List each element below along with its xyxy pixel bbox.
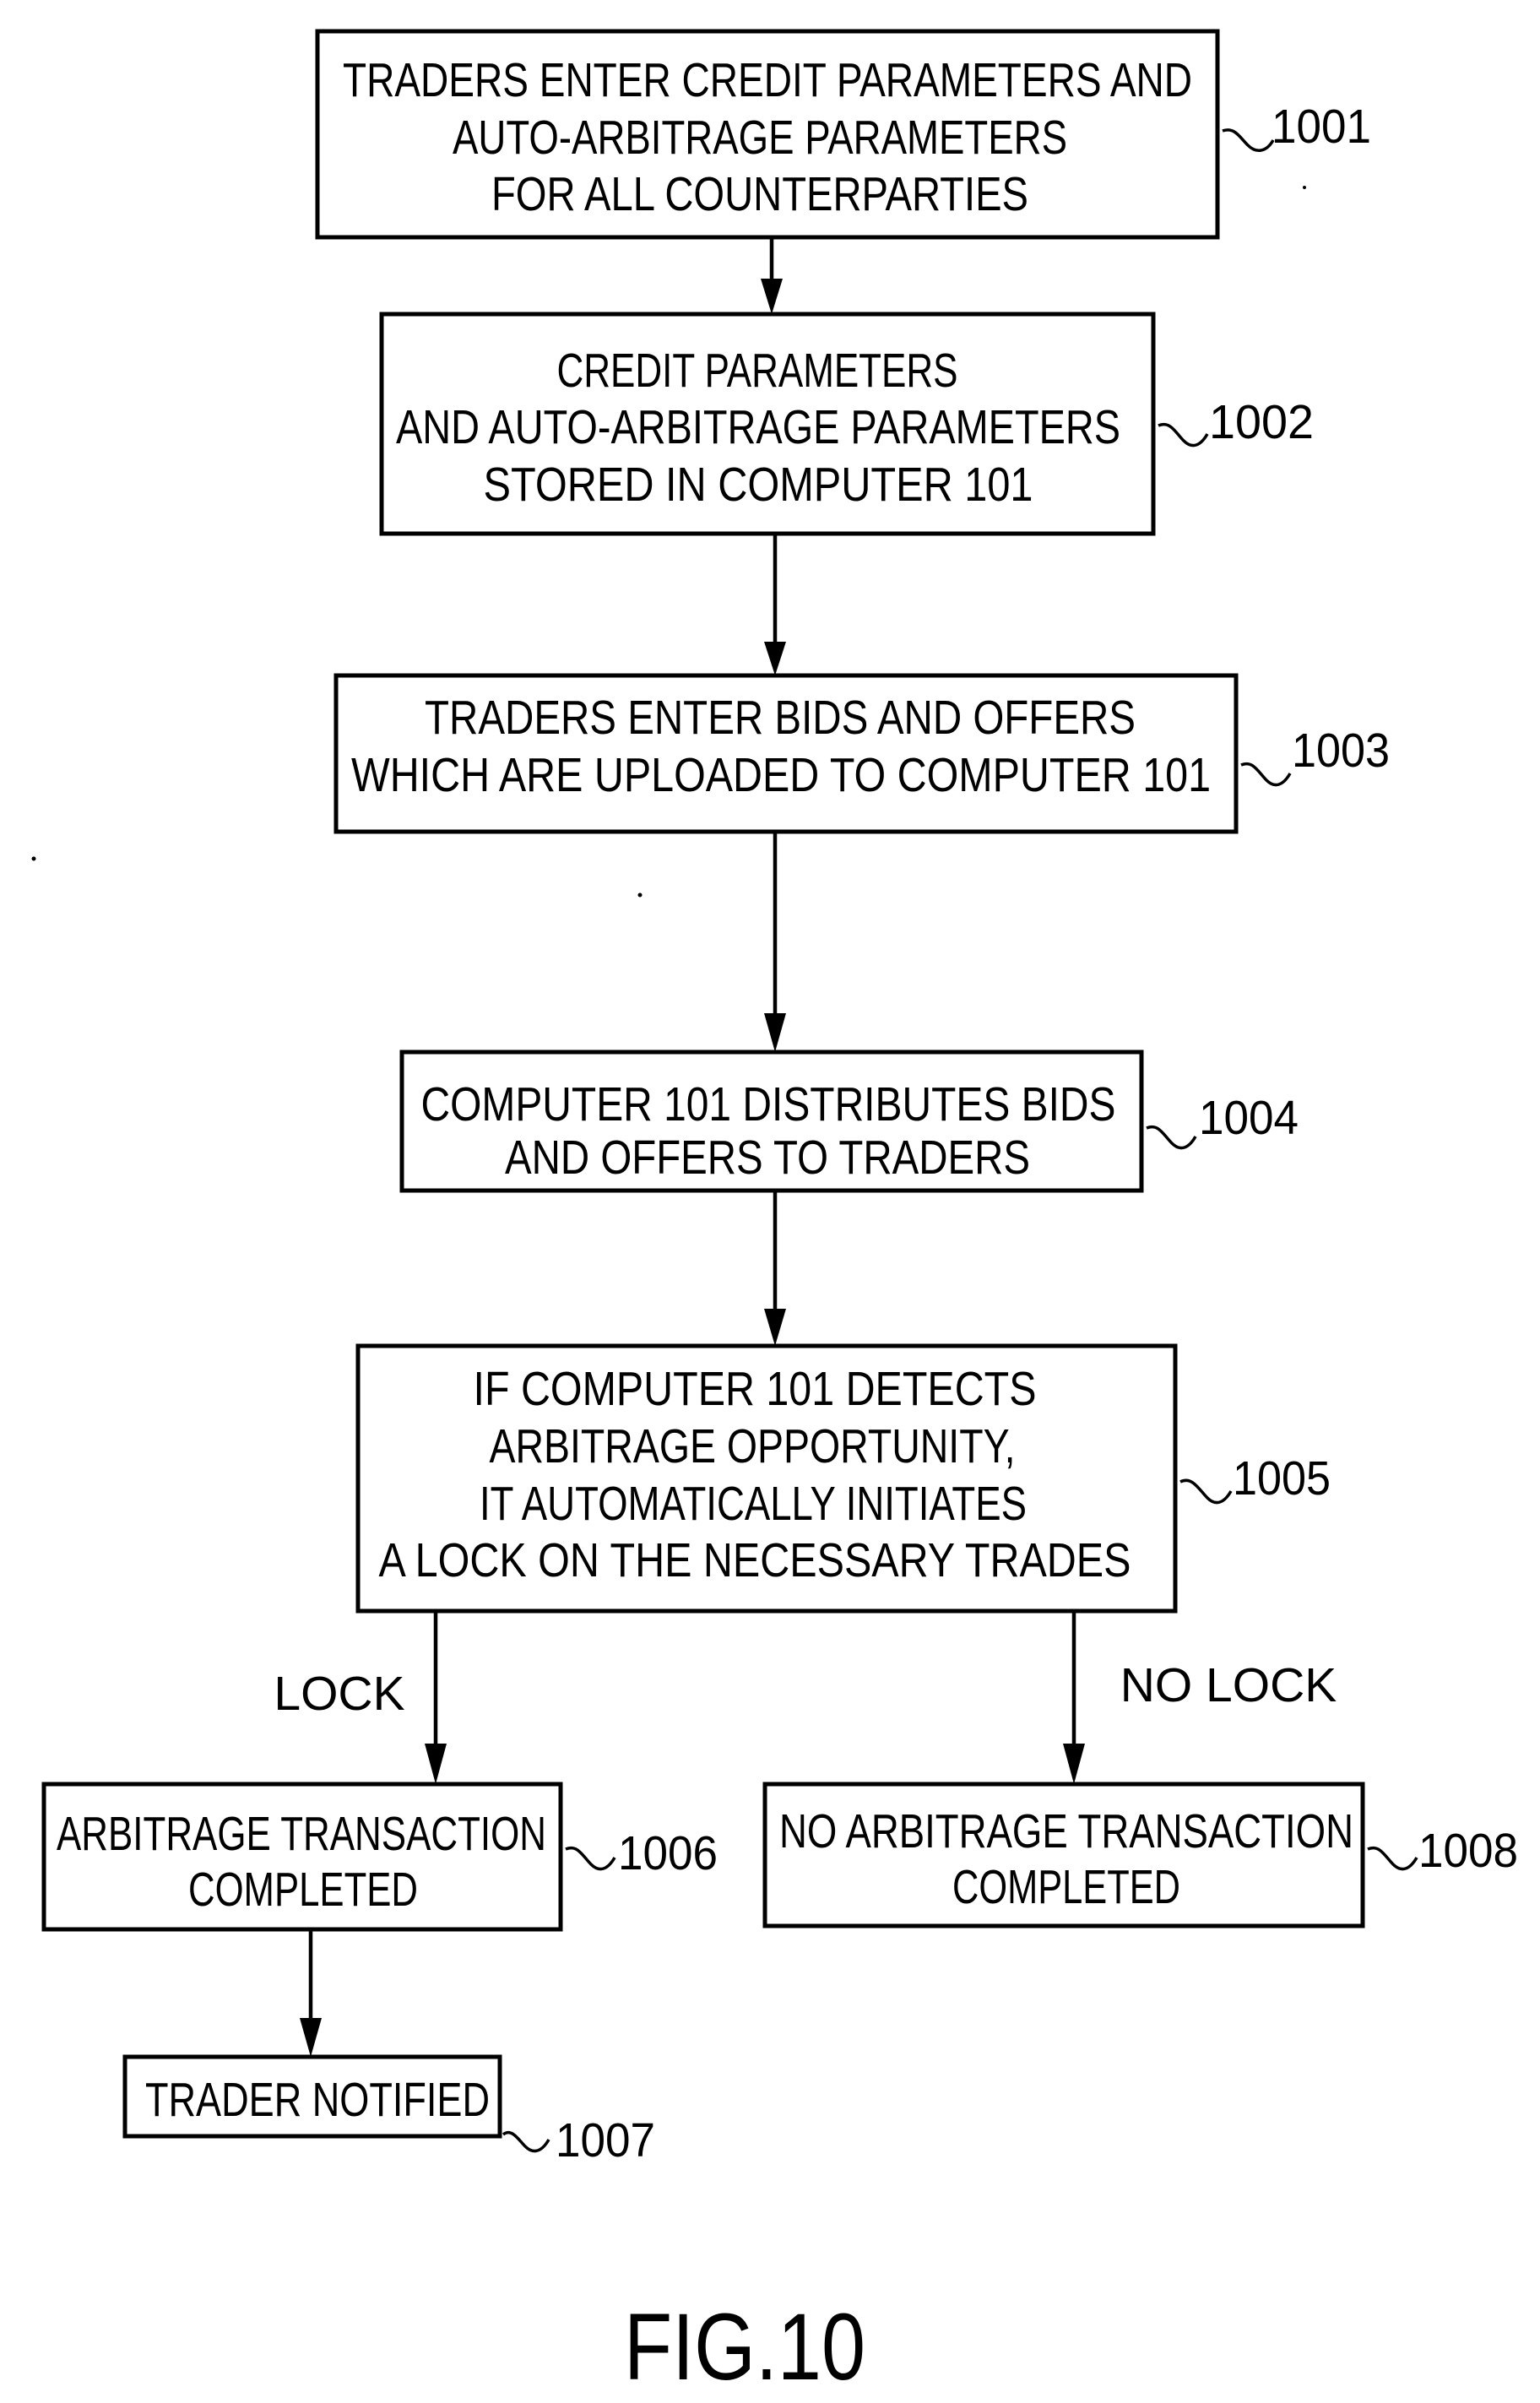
lock-branch-label: LOCK bbox=[274, 1667, 404, 1721]
figure-label: FIG.10 bbox=[624, 2294, 865, 2400]
ref-number-1004: 1004 bbox=[1199, 1091, 1299, 1145]
box-1004-line-1: COMPUTER 101 DISTRIBUTES BIDS bbox=[421, 1077, 1116, 1131]
arrowhead-1001-to-1002 bbox=[761, 279, 783, 314]
leader-1001 bbox=[1223, 130, 1273, 150]
process-box-1005: IF COMPUTER 101 DETECTS ARBITRAGE OPPORT… bbox=[358, 1346, 1175, 1611]
process-box-1003: TRADERS ENTER BIDS AND OFFERS WHICH ARE … bbox=[336, 675, 1236, 832]
arrowhead-1003-to-1004 bbox=[764, 1013, 786, 1052]
box-1006-line-1: ARBITRAGE TRANSACTION bbox=[57, 1807, 546, 1861]
leader-1002 bbox=[1158, 425, 1207, 446]
ref-number-1001: 1001 bbox=[1272, 100, 1371, 154]
leader-1007 bbox=[503, 2133, 549, 2151]
process-box-1002: CREDIT PARAMETERS AND AUTO-ARBITRAGE PAR… bbox=[382, 314, 1153, 534]
box-1002-line-3: STORED IN COMPUTER 101 bbox=[484, 458, 1033, 512]
scan-speck bbox=[638, 893, 643, 898]
box-1001-line-2: AUTO-ARBITRAGE PARAMETERS bbox=[453, 111, 1067, 165]
no-lock-branch-label: NO LOCK bbox=[1120, 1658, 1337, 1712]
box-1008-line-2: COMPLETED bbox=[952, 1860, 1180, 1914]
box-1001-line-1: TRADERS ENTER CREDIT PARAMETERS AND bbox=[343, 53, 1192, 107]
box-1004-line-2: AND OFFERS TO TRADERS bbox=[505, 1131, 1030, 1185]
ref-number-1008: 1008 bbox=[1418, 1824, 1518, 1878]
box-1005-line-4: A LOCK ON THE NECESSARY TRADES bbox=[379, 1533, 1131, 1587]
arrowhead-1002-to-1003 bbox=[764, 642, 786, 675]
process-box-1007: TRADER NOTIFIED bbox=[125, 2057, 500, 2136]
ref-number-1005: 1005 bbox=[1233, 1451, 1331, 1505]
leader-1004 bbox=[1147, 1127, 1196, 1148]
box-1008-line-1: NO ARBITRAGE TRANSACTION bbox=[779, 1804, 1353, 1858]
leader-1008 bbox=[1368, 1848, 1417, 1869]
ref-number-1006: 1006 bbox=[618, 1826, 718, 1880]
process-box-1001: TRADERS ENTER CREDIT PARAMETERS AND AUTO… bbox=[317, 31, 1217, 237]
process-box-1008: NO ARBITRAGE TRANSACTION COMPLETED bbox=[765, 1784, 1363, 1926]
box-1001-line-3: FOR ALL COUNTERPARTIES bbox=[491, 167, 1028, 221]
leader-1005 bbox=[1180, 1480, 1231, 1502]
box-1006-line-2: COMPLETED bbox=[188, 1863, 418, 1917]
box-1002-line-2: AND AUTO-ARBITRAGE PARAMETERS bbox=[396, 400, 1120, 454]
arrowhead-1005-to-1006 bbox=[425, 1744, 447, 1784]
box-1002-line-1: CREDIT PARAMETERS bbox=[557, 344, 958, 398]
arrowhead-1006-to-1007 bbox=[300, 2018, 322, 2057]
arrowhead-1005-to-1008 bbox=[1063, 1744, 1085, 1784]
leader-1006 bbox=[566, 1848, 615, 1869]
arrowhead-1004-to-1005 bbox=[764, 1309, 786, 1346]
box-1003-line-2: WHICH ARE UPLOADED TO COMPUTER 101 bbox=[351, 748, 1211, 802]
box-1005-line-2: ARBITRAGE OPPORTUNITY, bbox=[490, 1419, 1016, 1473]
box-1003-line-1: TRADERS ENTER BIDS AND OFFERS bbox=[425, 691, 1136, 745]
ref-number-1002: 1002 bbox=[1209, 395, 1314, 449]
process-box-1004: COMPUTER 101 DISTRIBUTES BIDS AND OFFERS… bbox=[402, 1052, 1141, 1191]
ref-number-1003: 1003 bbox=[1292, 724, 1390, 778]
box-1005-line-1: IF COMPUTER 101 DETECTS bbox=[474, 1362, 1037, 1416]
scan-speck bbox=[1303, 186, 1306, 189]
leader-1003 bbox=[1241, 764, 1290, 785]
ref-number-1007: 1007 bbox=[556, 2113, 655, 2167]
box-1007-line-1: TRADER NOTIFIED bbox=[145, 2073, 490, 2127]
scan-speck bbox=[32, 857, 36, 861]
process-box-1006: ARBITRAGE TRANSACTION COMPLETED bbox=[44, 1784, 561, 1929]
box-1005-line-3: IT AUTOMATICALLY INITIATES bbox=[480, 1477, 1027, 1531]
